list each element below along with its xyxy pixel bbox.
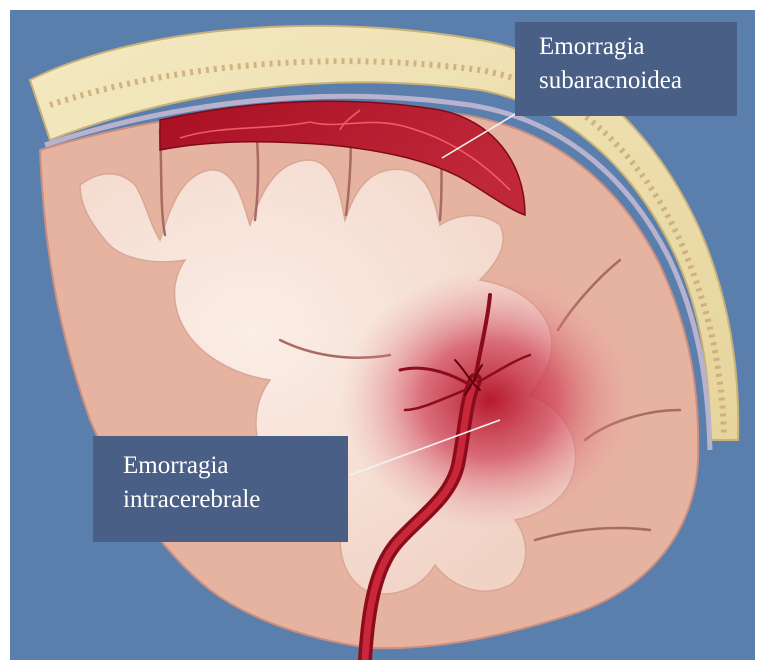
label-subarachnoid-line2: subaracnoidea [539, 64, 737, 98]
label-intracerebral-line2: intracerebrale [123, 483, 348, 517]
label-subarachnoid-hemorrhage: Emorragia subaracnoidea [515, 22, 737, 116]
label-intracerebral-line1: Emorragia [123, 449, 348, 483]
label-intracerebral-hemorrhage: Emorragia intracerebrale [93, 436, 348, 542]
label-subarachnoid-line1: Emorragia [539, 30, 737, 64]
